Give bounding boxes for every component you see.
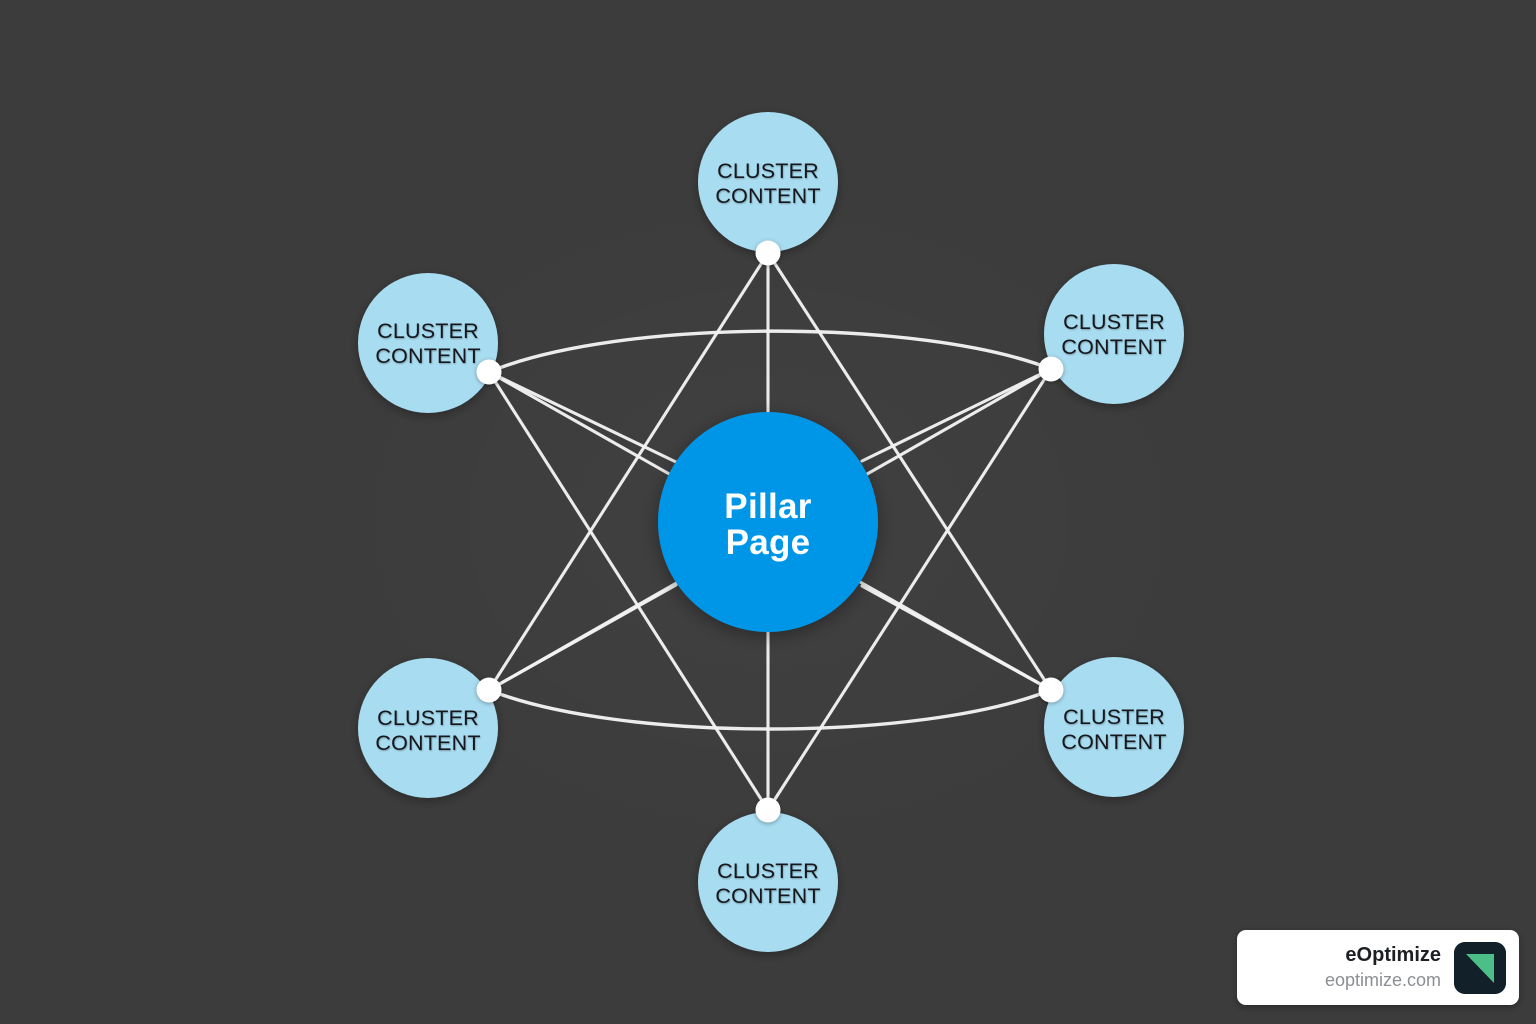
connector-dot-group xyxy=(476,240,1064,823)
link-upper-right-to-bottom xyxy=(766,367,1053,812)
link-top-to-lower-right xyxy=(766,251,1053,692)
cluster-node-lower-right-label-line1: CLUSTER xyxy=(1063,705,1165,729)
cluster-node-lower-left-circle[interactable] xyxy=(358,658,498,798)
link-upper-left-to-bottom xyxy=(487,370,770,812)
cluster-node-lower-left-label-line2: CONTENT xyxy=(375,731,480,755)
arc-link-group xyxy=(487,329,1053,731)
cluster-node-upper-right-label-line2: CONTENT xyxy=(1061,335,1166,359)
cluster-node-lower-right-circle[interactable] xyxy=(1044,657,1184,797)
cluster-node-upper-right-label-line1: CLUSTER xyxy=(1063,310,1165,334)
arc-upper-left-to-upper-right xyxy=(487,329,1053,374)
cluster-node-top-circle[interactable] xyxy=(698,112,838,252)
cluster-node-lower-right[interactable]: CLUSTER CONTENT xyxy=(1044,657,1184,797)
cluster-node-lower-left-label-line1: CLUSTER xyxy=(377,706,479,730)
cluster-node-upper-right-circle[interactable] xyxy=(1044,264,1184,404)
cluster-node-bottom[interactable]: CLUSTER CONTENT xyxy=(698,812,838,952)
link-top-to-lower-left xyxy=(487,251,770,692)
cluster-node-upper-left-label-line2: CONTENT xyxy=(375,344,480,368)
triangle-logo-icon xyxy=(1454,941,1506,994)
cluster-node-group: CLUSTER CONTENT CLUSTER CONTENT CLUSTER … xyxy=(358,112,1184,952)
cluster-node-bottom-circle[interactable] xyxy=(698,812,838,952)
connector-dot-top[interactable] xyxy=(755,240,781,266)
connector-dot-lower-left[interactable] xyxy=(476,677,502,703)
spoke-hub-to-lower-right xyxy=(860,584,1053,692)
arc-lower-left-to-lower-right xyxy=(487,688,1053,731)
cluster-node-top[interactable]: CLUSTER CONTENT xyxy=(698,112,838,252)
cluster-node-top-label-line1: CLUSTER xyxy=(717,159,819,183)
cluster-node-bottom-label-line1: CLUSTER xyxy=(717,859,819,883)
cluster-node-top-label-line2: CONTENT xyxy=(715,184,820,208)
spoke-hub-to-upper-left xyxy=(487,370,678,464)
pillar-page-label-line2: Page xyxy=(726,523,811,562)
connector-dot-upper-left[interactable] xyxy=(476,359,502,385)
connector-dot-lower-right[interactable] xyxy=(1038,677,1064,703)
pillar-page-label-line1: Pillar xyxy=(724,487,811,526)
watermark-badge[interactable]: eOptimize eoptimize.com xyxy=(1237,930,1519,1005)
cluster-node-lower-left[interactable]: CLUSTER CONTENT xyxy=(358,658,498,798)
hub-spoke-group xyxy=(487,251,1053,812)
cluster-node-upper-left-circle[interactable] xyxy=(358,273,498,413)
watermark-brand-name: eOptimize xyxy=(1345,944,1441,967)
pillar-page-node[interactable]: Pillar Page xyxy=(658,412,878,632)
spoke-hub-to-upper-right xyxy=(860,367,1053,463)
cluster-node-lower-right-label-line2: CONTENT xyxy=(1061,730,1166,754)
watermark-text-block: eOptimize eoptimize.com xyxy=(1325,944,1441,990)
connector-dot-bottom[interactable] xyxy=(755,797,781,823)
spoke-hub-to-lower-left xyxy=(487,583,678,692)
cluster-node-bottom-label-line2: CONTENT xyxy=(715,884,820,908)
cluster-node-upper-right[interactable]: CLUSTER CONTENT xyxy=(1044,264,1184,404)
pillar-page-circle[interactable] xyxy=(658,412,878,632)
connector-dot-upper-right[interactable] xyxy=(1038,356,1064,382)
watermark-url: eoptimize.com xyxy=(1324,969,1441,990)
cluster-node-upper-left[interactable]: CLUSTER CONTENT xyxy=(358,273,498,413)
cluster-node-upper-left-label-line1: CLUSTER xyxy=(377,319,479,343)
